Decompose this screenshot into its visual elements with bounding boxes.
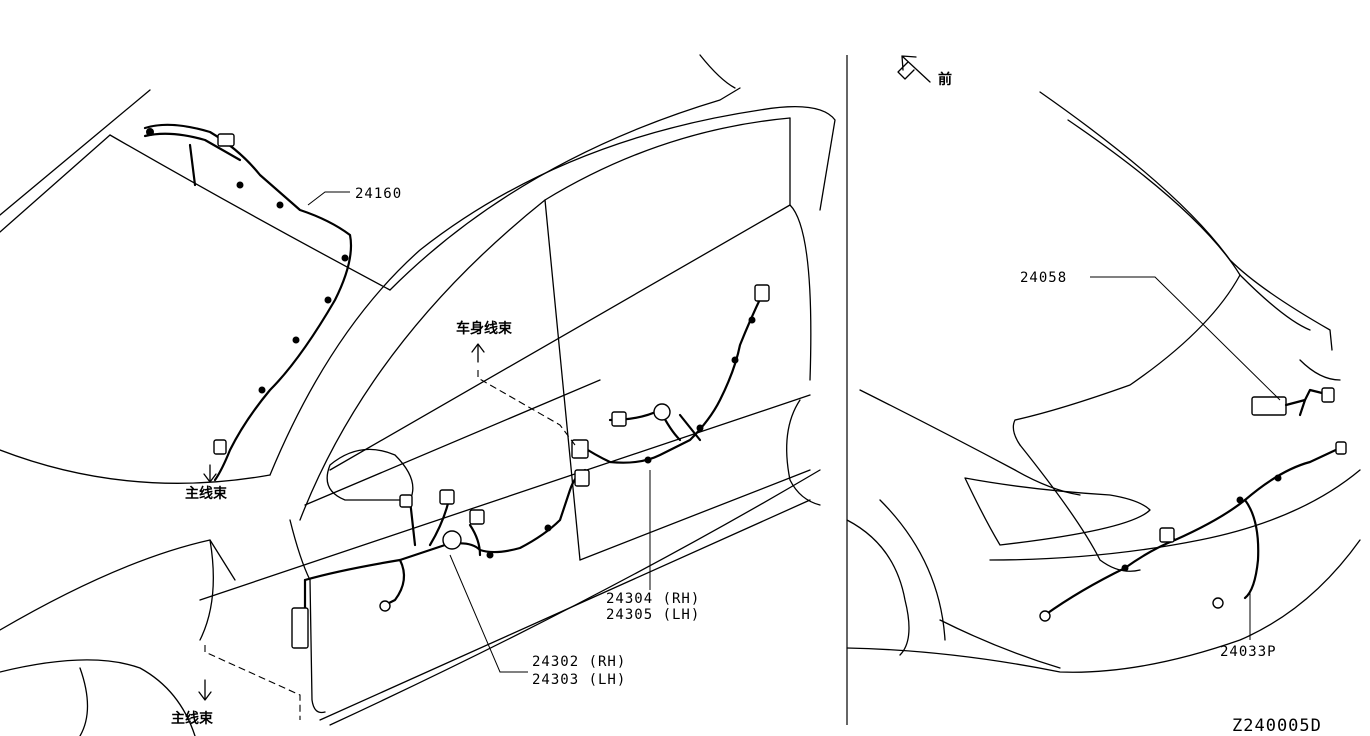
connector-icon — [1159, 527, 1175, 543]
connector-icon — [1212, 597, 1224, 609]
connector-icon — [611, 411, 627, 427]
connector-icon — [754, 284, 770, 302]
grommet-icon — [442, 530, 462, 550]
main-harness-label-bottom: 主线束 — [171, 710, 214, 727]
connector-icon — [217, 133, 235, 147]
connector-icon — [1321, 387, 1335, 403]
leader-line — [449, 554, 528, 673]
clip-icon — [731, 356, 739, 364]
arrow-down-icon — [198, 679, 212, 701]
diagram-code: Z240005D — [1232, 716, 1322, 736]
front-arrow-icon — [897, 55, 931, 83]
clip-icon — [1236, 496, 1244, 504]
roof-harness — [143, 123, 353, 482]
clip-icon — [696, 424, 704, 432]
connector-icon — [1251, 396, 1287, 416]
rear-door-harness — [571, 284, 770, 464]
connector-icon — [571, 439, 589, 459]
clip-icon — [292, 336, 300, 344]
rear-harness — [1039, 441, 1347, 622]
connector-icon — [469, 509, 485, 525]
body-harness-label: 车身线束 — [456, 320, 513, 337]
part-label-24303: 24303 (LH) — [532, 672, 626, 688]
connector-icon — [439, 489, 455, 505]
main-harness-label-top: 主线束 — [185, 485, 228, 502]
part-label-24305: 24305 (LH) — [606, 607, 700, 623]
clip-icon — [644, 456, 652, 464]
connector-icon — [1335, 441, 1347, 455]
clip-icon — [276, 201, 284, 209]
connector-icon — [379, 600, 391, 612]
connector-icon — [1039, 610, 1051, 622]
front-label: 前 — [938, 71, 952, 88]
connector-icon — [291, 607, 309, 649]
leader-line — [307, 191, 350, 206]
clip-icon — [486, 551, 494, 559]
connector-icon — [213, 439, 227, 455]
clip-icon — [1274, 474, 1282, 482]
clip-icon — [1121, 564, 1129, 572]
dashed-leader — [477, 370, 576, 446]
clip-icon — [236, 181, 244, 189]
clip-icon — [544, 524, 552, 532]
part-label-24304: 24304 (RH) — [606, 591, 700, 607]
front-door-harness — [291, 468, 590, 649]
clip-icon — [341, 254, 349, 262]
grommet-icon — [653, 403, 671, 421]
trunk-outline — [846, 91, 1361, 673]
clip-icon — [748, 316, 756, 324]
connector-icon — [574, 469, 590, 487]
car-body-outline — [0, 54, 836, 736]
leader-line — [1090, 276, 1281, 401]
clip-icon — [258, 386, 266, 394]
part-label-24160: 24160 — [355, 186, 402, 202]
part-label-24058: 24058 — [1020, 270, 1067, 286]
connector-icon — [399, 494, 413, 508]
arrow-up-icon — [471, 343, 485, 363]
clip-icon — [324, 296, 332, 304]
part-label-24302: 24302 (RH) — [532, 654, 626, 670]
arrow-down-icon — [203, 464, 217, 483]
part-label-24033p: 24033P — [1220, 644, 1277, 660]
dashed-leader — [204, 645, 301, 720]
trunk-lid-harness — [1251, 387, 1335, 417]
clip-icon — [146, 128, 154, 136]
